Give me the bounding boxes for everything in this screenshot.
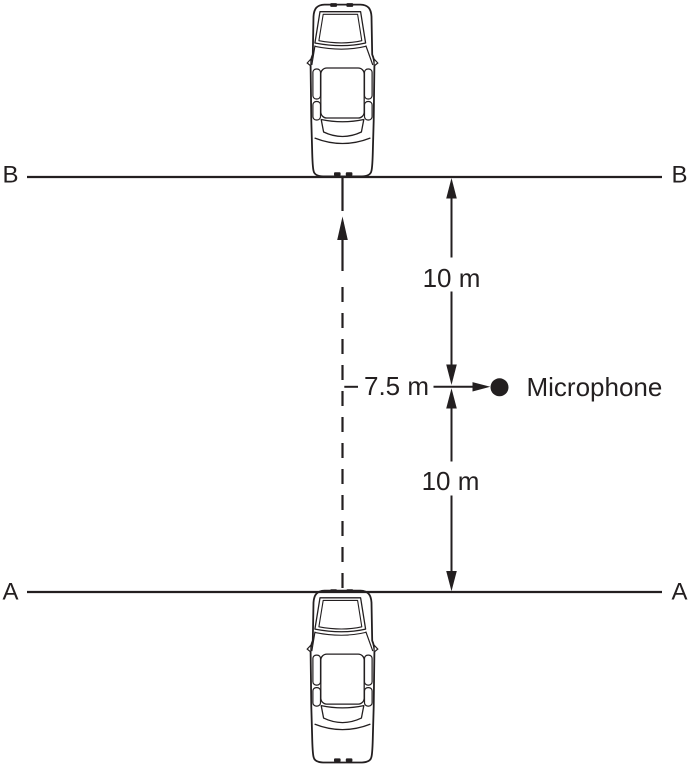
dimension-lower: 10 m: [422, 388, 480, 592]
arrowhead-up-icon: [446, 178, 457, 199]
lower-distance-label: 10 m: [422, 466, 480, 496]
travel-path: [337, 177, 348, 588]
label-line-b-left: B: [3, 162, 19, 189]
offset-distance-label: 7.5 m: [364, 371, 429, 401]
arrowhead-up-icon: [446, 388, 457, 409]
upper-distance-label: 10 m: [423, 263, 481, 293]
microphone-dot-icon: [490, 378, 509, 397]
arrowhead-right-icon: [472, 382, 491, 392]
dashed-arrow-up-icon: [337, 216, 348, 240]
label-line-b-right: B: [672, 162, 688, 189]
arrowhead-down-icon: [446, 571, 457, 592]
label-line-a-right: A: [672, 579, 688, 606]
dimension-upper: 10 m: [423, 178, 481, 385]
top-car-icon: [306, 2, 379, 178]
arrowhead-down-icon: [446, 364, 457, 385]
label-line-a-left: A: [3, 579, 19, 606]
microphone-label: Microphone: [527, 372, 663, 402]
bottom-car-icon: [306, 588, 379, 764]
microphone-offset: 7.5 m Microphone: [344, 371, 662, 402]
